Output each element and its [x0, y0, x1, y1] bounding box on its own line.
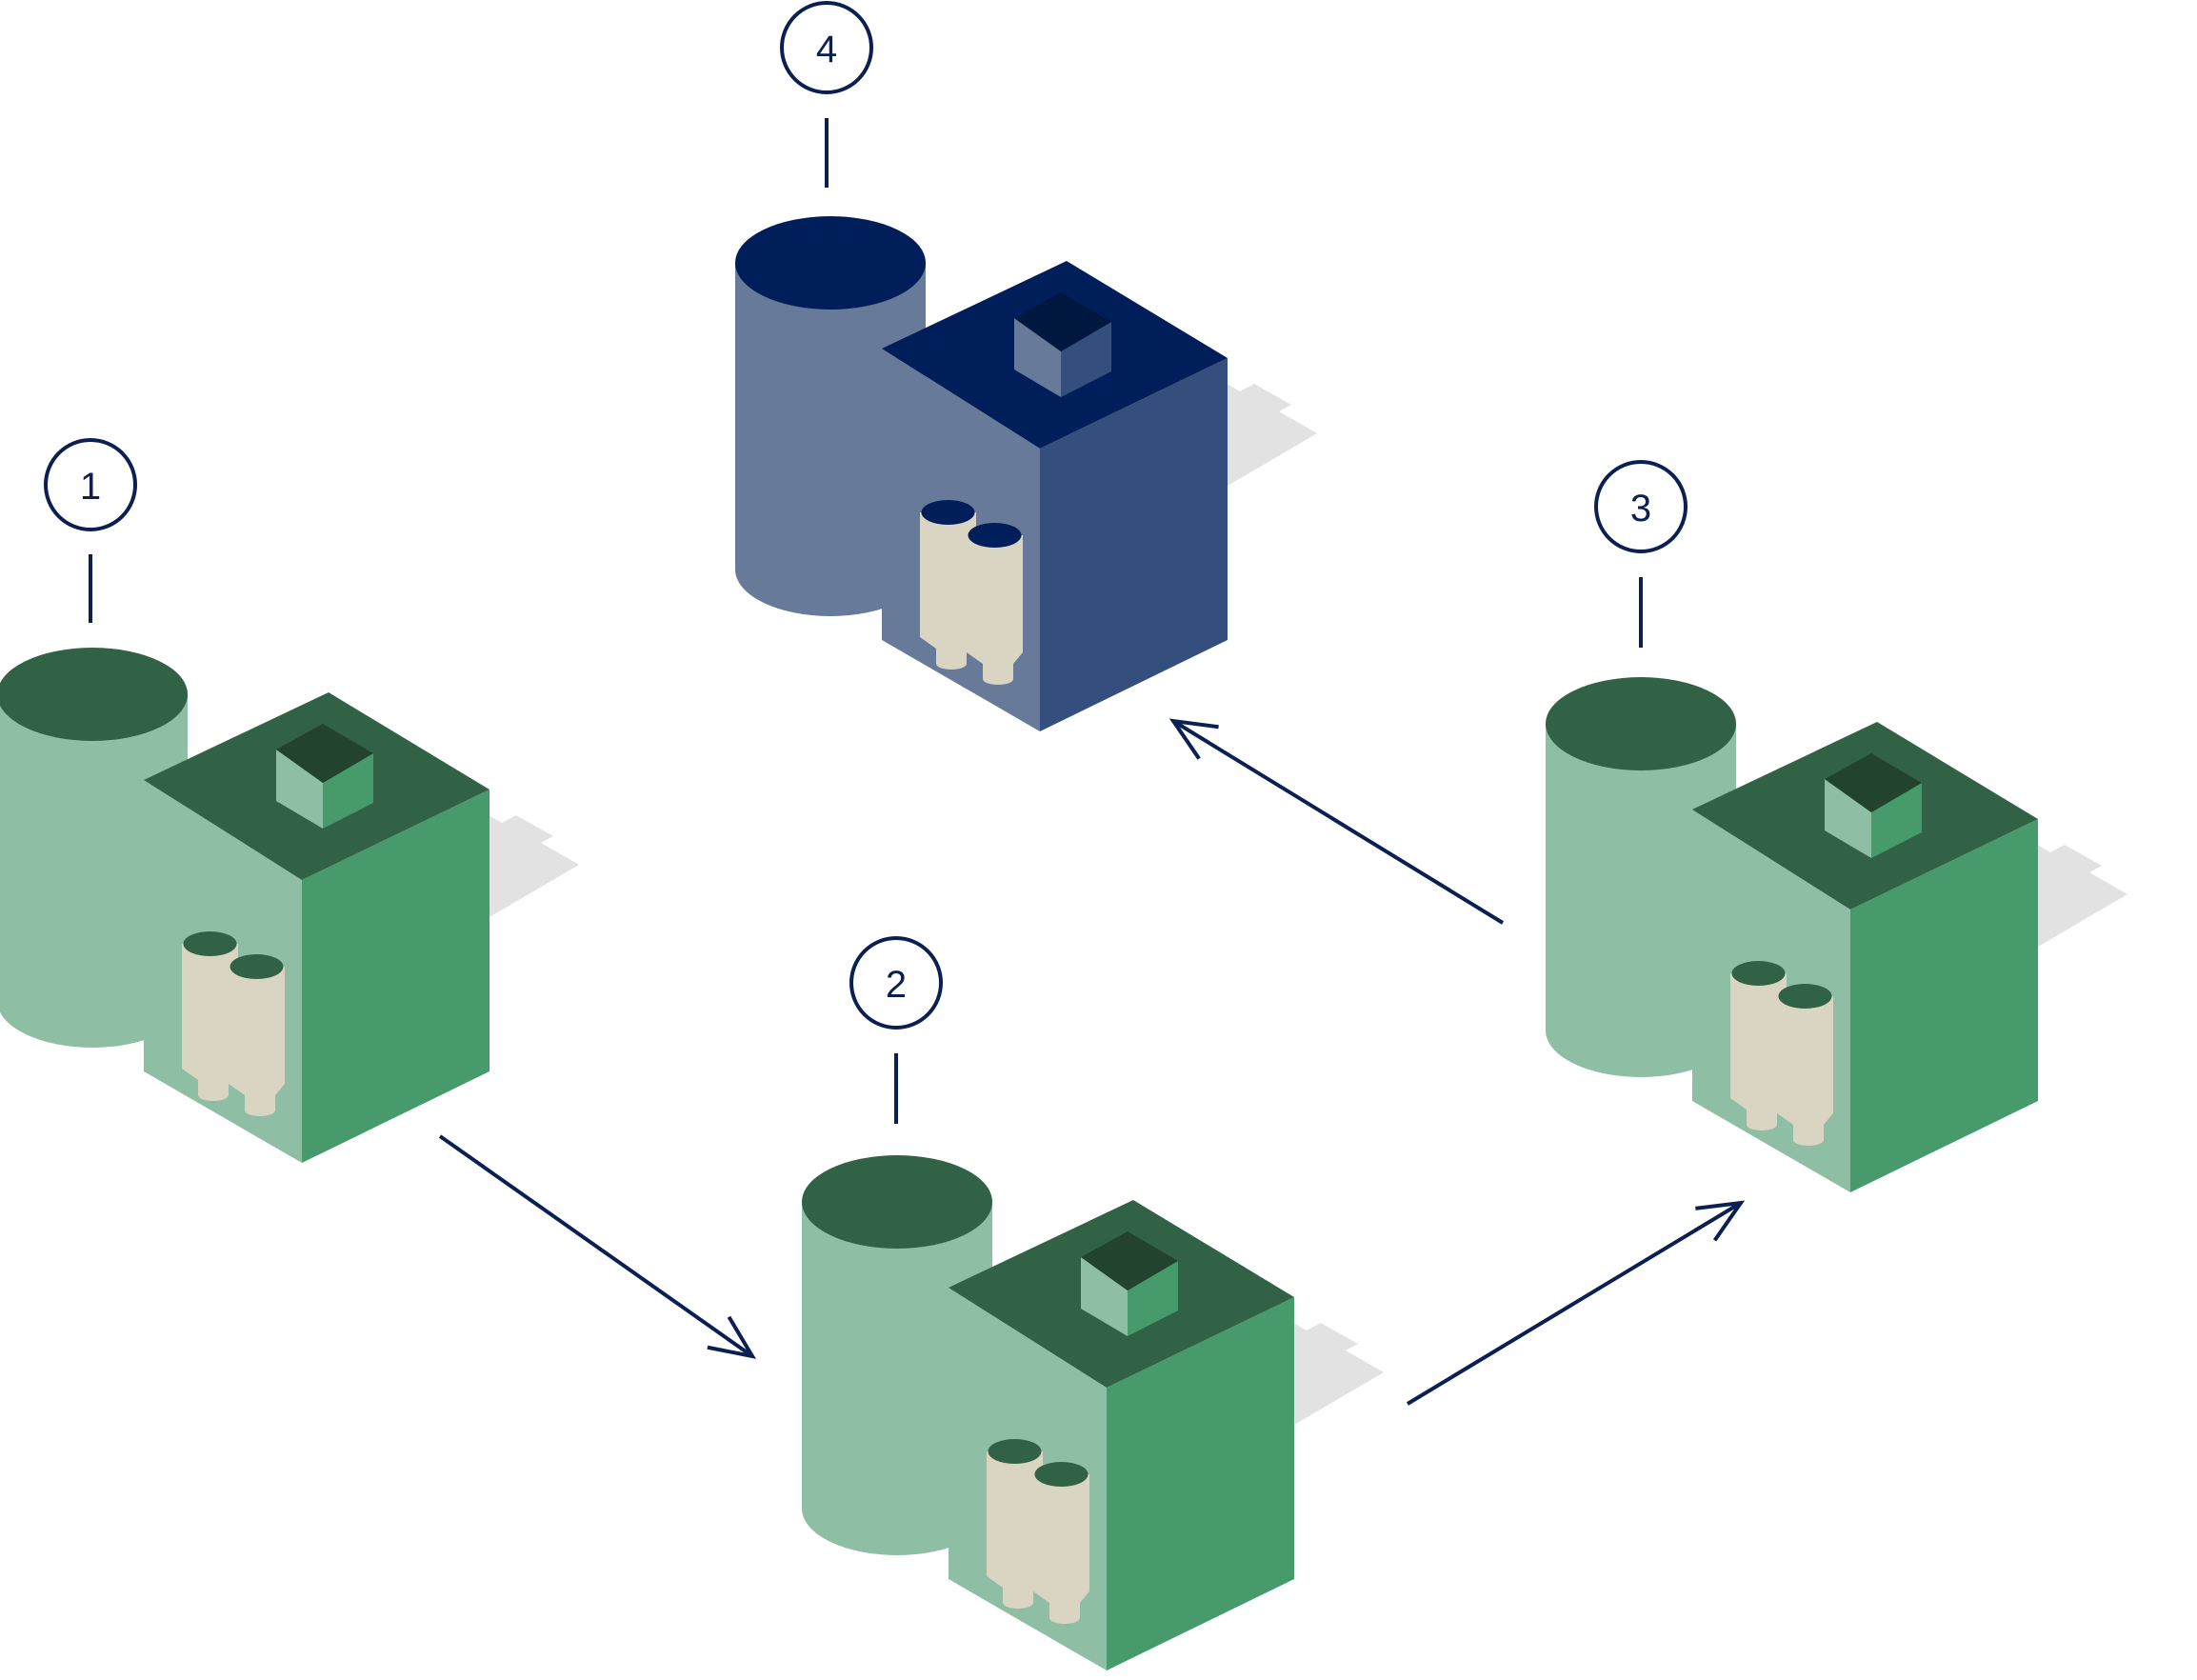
tank-2 [1777, 984, 1833, 1146]
arrow-head [707, 1315, 757, 1359]
building-shadow [1277, 1313, 1384, 1434]
silo-top [802, 1155, 992, 1249]
tank-2 [229, 954, 285, 1116]
roof-unit-left [1014, 318, 1061, 397]
tank-body [182, 944, 238, 1095]
tank-foot [1049, 1612, 1080, 1624]
silo-body [1546, 724, 1736, 1077]
roof-unit-left [276, 750, 323, 829]
step-circle [44, 438, 137, 531]
silo-body [802, 1202, 992, 1555]
step-circle [849, 936, 943, 1030]
tank-2 [1033, 1462, 1089, 1624]
buildings-layer [0, 216, 2127, 1670]
step-markers-layer: 1 2 3 4 [44, 1, 1688, 1124]
step-marker-3: 3 [1594, 460, 1688, 648]
building-3 [1546, 677, 2127, 1192]
tank-foot [198, 1090, 229, 1101]
tank-foot [1747, 1119, 1777, 1130]
tank-body [1730, 973, 1787, 1125]
tank-top [1731, 961, 1786, 986]
tank-foot [983, 673, 1013, 685]
step-number: 1 [80, 466, 101, 508]
tank-1 [1730, 961, 1787, 1130]
roof-unit-right [1061, 322, 1111, 397]
tank-top [1778, 984, 1832, 1009]
silo-body [735, 263, 926, 616]
step-marker-2: 2 [849, 936, 943, 1124]
step-circle [780, 1, 873, 94]
tank-body [920, 512, 976, 664]
building-shadow [472, 806, 579, 927]
tank-top [968, 523, 1022, 548]
building-shadow [1210, 374, 1317, 495]
roof-unit-top [1081, 1231, 1178, 1290]
tank-body [967, 535, 1023, 679]
arrow-shaft [1171, 719, 1505, 925]
tank-1 [182, 931, 238, 1101]
arrow-shaft [438, 1134, 754, 1358]
step-marker-4: 4 [780, 1, 873, 188]
tank-top [183, 931, 237, 956]
tank-body [987, 1451, 1043, 1603]
arrow-head [1695, 1200, 1746, 1242]
step-circle [1594, 460, 1688, 553]
step-number: 3 [1630, 488, 1651, 530]
box-right-face [302, 790, 489, 1163]
box-right-face [1850, 819, 2038, 1192]
tank-top [1034, 1462, 1089, 1487]
roof-unit-top [1014, 292, 1111, 351]
tank-top [921, 500, 975, 525]
tank-foot [1793, 1134, 1824, 1146]
building-4 [735, 216, 1317, 731]
flow-arrow-2-3 [1406, 1200, 1746, 1406]
silo-top [0, 648, 188, 741]
roof-unit-left [1081, 1257, 1128, 1336]
step-number: 2 [886, 964, 907, 1006]
roof-unit-left [1825, 779, 1871, 858]
building-1 [0, 648, 579, 1163]
silo-body [0, 694, 188, 1048]
building-shadow [2021, 835, 2127, 956]
tank-foot [1003, 1597, 1033, 1609]
step-number: 4 [816, 29, 837, 70]
arrow-head [1168, 718, 1219, 760]
roof-unit-right [1128, 1261, 1178, 1336]
silo-top [735, 216, 926, 310]
arrow-shaft [1406, 1201, 1743, 1406]
tank-1 [920, 500, 976, 670]
flow-arrows-layer [438, 718, 1746, 1406]
roof-unit-right [323, 753, 373, 829]
roof-unit-top [1825, 753, 1922, 812]
tank-body [229, 967, 285, 1110]
tank-foot [245, 1105, 275, 1116]
tank-foot [936, 658, 967, 670]
tank-top [988, 1439, 1042, 1464]
roof-unit-top [276, 724, 373, 783]
flow-arrow-1-2 [438, 1134, 757, 1359]
tank-1 [987, 1439, 1043, 1609]
tank-2 [967, 523, 1023, 685]
building-2 [802, 1155, 1384, 1670]
box-right-face [1040, 358, 1228, 731]
tank-body [1033, 1474, 1089, 1618]
step-marker-1: 1 [44, 438, 137, 623]
flow-arrow-3-4 [1168, 718, 1505, 925]
tank-top [230, 954, 284, 979]
silo-top [1546, 677, 1736, 770]
tank-body [1777, 996, 1833, 1140]
box-right-face [1107, 1297, 1294, 1670]
roof-unit-right [1871, 783, 1922, 858]
